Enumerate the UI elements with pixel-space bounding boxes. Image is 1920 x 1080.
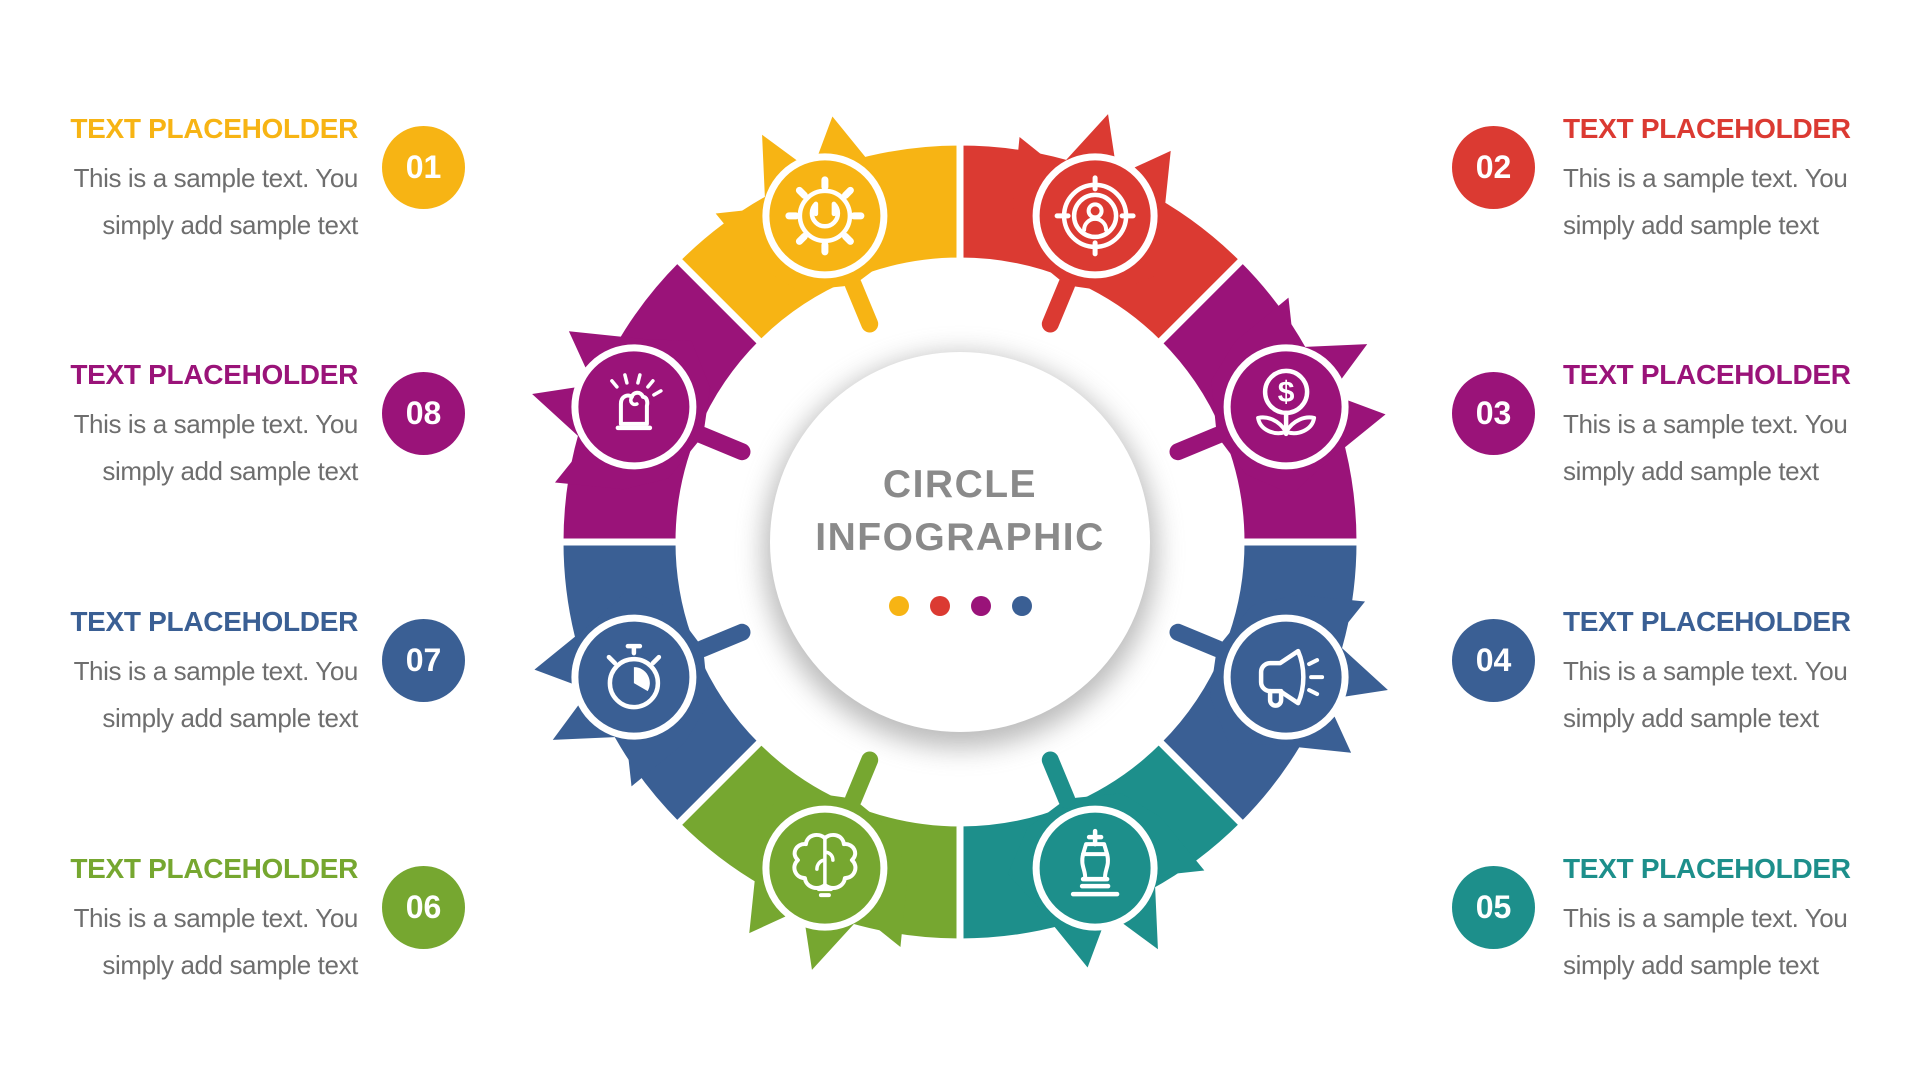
item-body-line: This is a sample text. You (1563, 409, 1848, 439)
item-number-badge: 04 (1452, 619, 1535, 702)
item-body-line: simply add sample text (102, 703, 358, 733)
item-block-08: TEXT PLACEHOLDER This is a sample text. … (38, 358, 465, 495)
item-text: TEXT PLACEHOLDER This is a sample text. … (1563, 112, 1883, 249)
segment-tick-08 (693, 426, 751, 461)
segment-icon-circle-05 (1032, 805, 1158, 931)
item-title: TEXT PLACEHOLDER (1563, 359, 1851, 390)
target-user-icon (1054, 175, 1136, 257)
item-block-03: TEXT PLACEHOLDER This is a sample text. … (1452, 358, 1883, 495)
item-title: TEXT PLACEHOLDER (70, 113, 358, 144)
item-text: TEXT PLACEHOLDER This is a sample text. … (38, 358, 358, 495)
center-dots (700, 596, 1220, 616)
item-block-04: TEXT PLACEHOLDER This is a sample text. … (1452, 605, 1883, 742)
item-body-line: simply add sample text (102, 950, 358, 980)
item-title: TEXT PLACEHOLDER (70, 606, 358, 637)
item-body-line: This is a sample text. You (1563, 163, 1848, 193)
item-text: TEXT PLACEHOLDER This is a sample text. … (38, 605, 358, 742)
item-body-line: simply add sample text (102, 210, 358, 240)
item-text: TEXT PLACEHOLDER This is a sample text. … (38, 852, 358, 989)
segment-tick-06 (844, 751, 879, 809)
item-body-line: This is a sample text. You (73, 409, 359, 439)
center-title-line1: CIRCLE (882, 463, 1038, 506)
item-text: TEXT PLACEHOLDER This is a sample text. … (38, 112, 358, 249)
item-text: TEXT PLACEHOLDER This is a sample text. … (1563, 358, 1883, 495)
segment-tick-07 (693, 623, 751, 658)
item-body-line: simply add sample text (1563, 950, 1819, 980)
svg-text:$: $ (1278, 376, 1295, 409)
item-body-line: This is a sample text. You (73, 656, 359, 686)
center-dot (929, 596, 950, 616)
item-body-line: simply add sample text (102, 456, 358, 486)
item-number-badge: 07 (382, 619, 465, 702)
brain-icon (792, 832, 858, 898)
segment-tick-02 (1041, 275, 1076, 333)
money-growth-icon: $ (1256, 368, 1317, 437)
item-body-line: This is a sample text. You (73, 903, 359, 933)
item-block-02: TEXT PLACEHOLDER This is a sample text. … (1452, 112, 1883, 249)
item-body-line: simply add sample text (1563, 703, 1819, 733)
center-dot (1011, 596, 1032, 616)
item-number-badge: 05 (1452, 866, 1535, 949)
item-text: TEXT PLACEHOLDER This is a sample text. … (1563, 852, 1883, 989)
segment-icon-circle-03 (1223, 344, 1349, 470)
fist-power-icon (610, 373, 663, 431)
item-title: TEXT PLACEHOLDER (1563, 606, 1851, 637)
segment-tick-04 (1169, 623, 1227, 658)
megaphone-icon (1258, 648, 1325, 708)
item-number-badge: 02 (1452, 126, 1535, 209)
center-disc (770, 352, 1150, 732)
item-block-05: TEXT PLACEHOLDER This is a sample text. … (1452, 852, 1883, 989)
segment-icon-circle-04 (1223, 614, 1349, 740)
item-text: TEXT PLACEHOLDER This is a sample text. … (1563, 605, 1883, 742)
segment-icon-circle-08 (571, 344, 697, 470)
item-block-06: TEXT PLACEHOLDER This is a sample text. … (38, 852, 465, 989)
chess-king-icon (1070, 828, 1120, 897)
item-body-line: simply add sample text (1563, 210, 1819, 240)
center-label: CIRCLE INFOGRAPHIC (700, 458, 1220, 616)
item-number-badge: 06 (382, 866, 465, 949)
item-block-01: TEXT PLACEHOLDER This is a sample text. … (38, 112, 465, 249)
segment-tick-03 (1169, 426, 1227, 461)
item-title: TEXT PLACEHOLDER (1563, 853, 1851, 884)
center-dot (888, 596, 909, 616)
item-body-line: simply add sample text (1563, 456, 1819, 486)
item-number-badge: 03 (1452, 372, 1535, 455)
item-body-line: This is a sample text. You (73, 163, 359, 193)
item-body-line: This is a sample text. You (1563, 903, 1848, 933)
item-block-07: TEXT PLACEHOLDER This is a sample text. … (38, 605, 465, 742)
wheel-segments-layer: $ (532, 114, 1388, 970)
item-number-badge: 08 (382, 372, 465, 455)
item-title: TEXT PLACEHOLDER (70, 853, 358, 884)
segment-tick-05 (1041, 751, 1076, 809)
center-title-line2: INFOGRAPHIC (815, 516, 1105, 559)
gear-wrench-icon (785, 176, 865, 256)
segment-tick-01 (844, 275, 879, 333)
item-number-badge: 01 (382, 126, 465, 209)
item-body-line: This is a sample text. You (1563, 656, 1848, 686)
item-title: TEXT PLACEHOLDER (70, 359, 358, 390)
center-dot (970, 596, 991, 616)
item-title: TEXT PLACEHOLDER (1563, 113, 1851, 144)
stopwatch-icon (606, 643, 662, 710)
segment-icon-circle-01 (762, 153, 888, 279)
